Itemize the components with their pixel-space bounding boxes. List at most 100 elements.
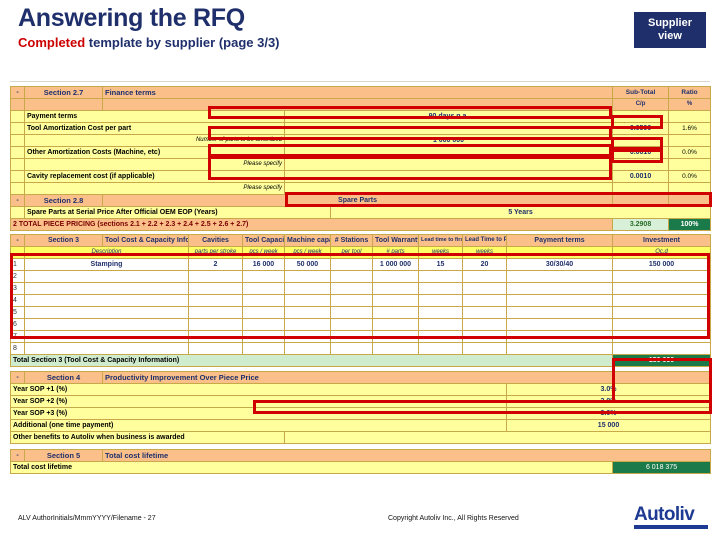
section-2-7-marker[interactable]: - <box>10 86 25 99</box>
cell-tool-capacity[interactable] <box>242 330 285 343</box>
sop-plus-1-value[interactable]: 3.0% <box>505 383 712 396</box>
cell-tool-warranty[interactable] <box>372 342 419 355</box>
cell-tool-warranty[interactable]: 1 000 000 <box>372 258 419 271</box>
section-3-marker[interactable]: - <box>10 234 25 247</box>
cell-investment[interactable] <box>612 282 712 295</box>
cell-description[interactable]: Stamping <box>24 258 189 271</box>
cell-machine-capacity[interactable] <box>284 330 331 343</box>
cell-lead-first-off[interactable] <box>418 306 463 319</box>
cell-machine-capacity[interactable] <box>284 270 331 283</box>
payment-terms-subtotal[interactable] <box>612 110 670 123</box>
cell-lead-ppap[interactable] <box>462 270 507 283</box>
table-row[interactable]: 3 <box>10 282 712 295</box>
table-row[interactable]: 2 <box>10 270 712 283</box>
cell-tool-capacity[interactable] <box>242 282 285 295</box>
please-specify-2-input[interactable] <box>283 182 614 195</box>
cell-payment-terms[interactable] <box>505 318 614 331</box>
cell-tool-warranty[interactable] <box>372 282 419 295</box>
cell-machine-capacity[interactable] <box>284 342 331 355</box>
please-specify-1-subtotal[interactable] <box>612 158 670 171</box>
cell-cavities[interactable] <box>188 342 243 355</box>
cell-tool-capacity[interactable] <box>242 294 285 307</box>
cell-lead-first-off[interactable] <box>418 342 463 355</box>
cavity-replacement-input[interactable] <box>283 170 614 183</box>
cell-investment[interactable] <box>612 294 712 307</box>
cell-description[interactable] <box>24 330 189 343</box>
cell-tool-capacity[interactable] <box>242 306 285 319</box>
cell-description[interactable] <box>24 318 189 331</box>
cell-tool-warranty[interactable] <box>372 330 419 343</box>
please-specify-2-subtotal[interactable] <box>612 182 670 195</box>
cell-machine-capacity[interactable] <box>284 318 331 331</box>
cell-stations[interactable] <box>330 294 373 307</box>
other-benefits-input[interactable] <box>283 431 712 444</box>
cell-payment-terms[interactable] <box>505 306 614 319</box>
cell-tool-warranty[interactable] <box>372 294 419 307</box>
cell-stations[interactable] <box>330 342 373 355</box>
cell-stations[interactable] <box>330 330 373 343</box>
table-row[interactable]: 4 <box>10 294 712 307</box>
cell-tool-capacity[interactable] <box>242 318 285 331</box>
cell-payment-terms[interactable] <box>505 294 614 307</box>
table-row[interactable]: 7 <box>10 330 712 343</box>
cell-cavities[interactable] <box>188 330 243 343</box>
cell-investment[interactable]: 150 000 <box>612 258 712 271</box>
cell-lead-first-off[interactable] <box>418 330 463 343</box>
cell-stations[interactable] <box>330 306 373 319</box>
number-of-parts-input[interactable]: 1 000 000 <box>283 134 614 147</box>
cell-description[interactable] <box>24 282 189 295</box>
section-4-marker[interactable]: - <box>10 371 25 384</box>
cell-lead-ppap[interactable]: 20 <box>462 258 507 271</box>
please-specify-1-input[interactable] <box>283 158 614 171</box>
cell-lead-ppap[interactable] <box>462 306 507 319</box>
cell-investment[interactable] <box>612 306 712 319</box>
cell-tool-warranty[interactable] <box>372 270 419 283</box>
cell-investment[interactable] <box>612 270 712 283</box>
cell-cavities[interactable] <box>188 270 243 283</box>
cell-description[interactable] <box>24 306 189 319</box>
cell-cavities[interactable] <box>188 318 243 331</box>
other-amortization-input[interactable] <box>283 146 614 159</box>
cell-lead-ppap[interactable] <box>462 282 507 295</box>
cell-cavities[interactable] <box>188 282 243 295</box>
cell-lead-ppap[interactable] <box>462 342 507 355</box>
cell-payment-terms[interactable] <box>505 330 614 343</box>
spare-parts-eop-input[interactable]: 5 Years <box>329 206 712 219</box>
table-row[interactable]: 6 <box>10 318 712 331</box>
section-2-8-marker[interactable]: - <box>10 194 25 207</box>
cell-cavities[interactable] <box>188 294 243 307</box>
cell-payment-terms[interactable] <box>505 270 614 283</box>
cell-stations[interactable] <box>330 258 373 271</box>
sop-plus-3-value[interactable]: 3.0% <box>505 407 712 420</box>
cell-investment[interactable] <box>612 330 712 343</box>
cavity-replacement-subtotal[interactable]: 0.0010 <box>612 170 670 183</box>
payment-terms-input[interactable]: 90 days n.a. <box>283 110 614 123</box>
cell-cavities[interactable] <box>188 306 243 319</box>
cell-description[interactable] <box>24 270 189 283</box>
cell-investment[interactable] <box>612 318 712 331</box>
cell-tool-capacity[interactable] <box>242 270 285 283</box>
cell-machine-capacity[interactable] <box>284 294 331 307</box>
number-of-parts-subtotal[interactable] <box>612 134 670 147</box>
cell-lead-first-off[interactable]: 15 <box>418 258 463 271</box>
section-5-marker[interactable]: - <box>10 449 25 462</box>
other-amortization-subtotal[interactable]: 0.0010 <box>612 146 670 159</box>
cell-stations[interactable] <box>330 318 373 331</box>
cell-payment-terms[interactable] <box>505 282 614 295</box>
cell-stations[interactable] <box>330 282 373 295</box>
cell-description[interactable] <box>24 294 189 307</box>
cell-lead-first-off[interactable] <box>418 270 463 283</box>
table-row[interactable]: 8 <box>10 342 712 355</box>
cell-lead-first-off[interactable] <box>418 318 463 331</box>
cell-machine-capacity[interactable] <box>284 282 331 295</box>
cell-payment-terms[interactable] <box>505 342 614 355</box>
cell-tool-capacity[interactable]: 16 000 <box>242 258 285 271</box>
table-row[interactable]: 1 Stamping 2 16 000 50 000 1 000 000 15 … <box>10 258 712 271</box>
cell-lead-first-off[interactable] <box>418 282 463 295</box>
cell-lead-first-off[interactable] <box>418 294 463 307</box>
cell-lead-ppap[interactable] <box>462 330 507 343</box>
cell-machine-capacity[interactable]: 50 000 <box>284 258 331 271</box>
cell-lead-ppap[interactable] <box>462 294 507 307</box>
cell-tool-capacity[interactable] <box>242 342 285 355</box>
tool-amortization-input[interactable] <box>283 122 614 135</box>
